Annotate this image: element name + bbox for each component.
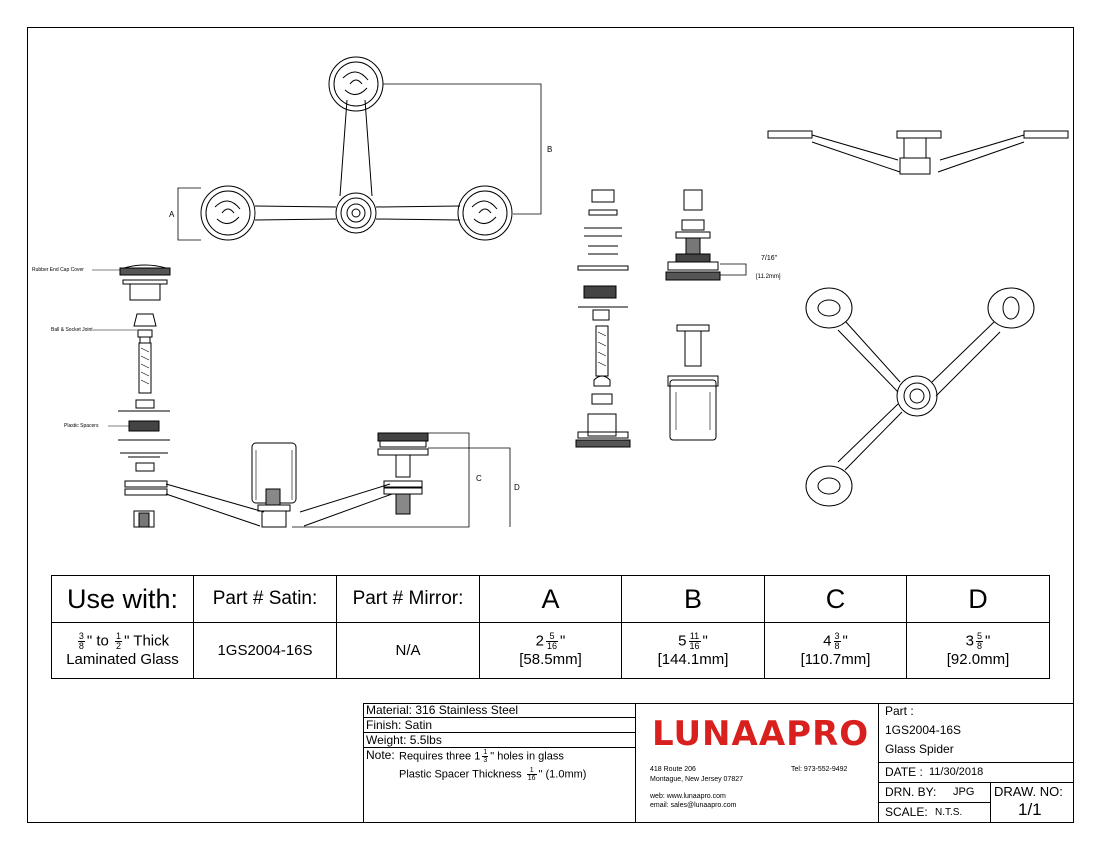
header-use-with: Use with: (51, 575, 194, 623)
dim-label-d: D (514, 483, 520, 492)
material-text: Material: 316 Stainless Steel (366, 703, 519, 717)
side-dim-metric: [11.2mm] (756, 274, 781, 280)
telephone: Tel: 973-552-9492 (791, 766, 848, 773)
callout-rubber-end-cap: Rubber End Cap Cover (32, 267, 84, 273)
callout-plastic-spacers: Plastic Spacers (64, 423, 99, 429)
lunaapro-logo: LUNAAPRO (652, 714, 870, 754)
header-part-satin: Part # Satin: (193, 575, 337, 623)
drawn-by-value: JPG (953, 786, 975, 798)
note-label: Note: (366, 748, 395, 762)
dim-label-b: B (547, 145, 553, 154)
header-c: C (764, 575, 907, 623)
part-label: Part : (885, 704, 914, 718)
spider-top-view (177, 56, 542, 241)
middle-exploded-assembly (575, 189, 747, 448)
weight-text: Weight: 5.5lbs (366, 733, 442, 747)
dim-label-c: C (476, 474, 482, 483)
date-value: 11/30/2018 (929, 766, 984, 778)
address-line-1: 418 Route 206 (650, 766, 696, 773)
side-dim-imperial: 7/16" (761, 255, 778, 262)
spec-table: Use with: Part # Satin: Part # Mirror: A… (51, 575, 1050, 679)
part-number: 1GS2004-16S (885, 723, 962, 737)
email: email: sales@lunaapro.com (650, 802, 737, 809)
header-d: D (906, 575, 1050, 623)
cell-part-mirror: N/A (336, 622, 480, 679)
left-exploded-assembly (92, 264, 171, 528)
title-block (363, 703, 1074, 823)
part-name: Glass Spider (885, 742, 954, 756)
spec-header-row: Use with: Part # Satin: Part # Mirror: A… (51, 575, 1050, 623)
spider-side-view (165, 432, 511, 528)
scale-label: SCALE: (885, 805, 928, 819)
header-a: A (479, 575, 622, 623)
scale-value: N.T.S. (935, 807, 963, 818)
dim-label-a: A (169, 210, 175, 219)
finish-text: Finish: Satin (366, 718, 433, 732)
callout-ball-socket: Ball & Socket Joint (51, 327, 93, 333)
drawing-number-value: 1/1 (1018, 800, 1042, 819)
date-label: DATE : (885, 765, 923, 779)
header-part-mirror: Part # Mirror: (336, 575, 480, 623)
spider-plan-view (805, 287, 1035, 507)
spider-elevation-view (767, 130, 1069, 175)
cell-part-satin: 1GS2004-16S (193, 622, 337, 679)
address-line-2: Montague, New Jersey 07827 (650, 776, 743, 783)
website: web: www.lunaapro.com (650, 793, 726, 800)
drawn-by-label: DRN. BY: (885, 785, 937, 799)
drawing-number-label: DRAW. NO: (994, 784, 1063, 799)
header-b: B (621, 575, 765, 623)
